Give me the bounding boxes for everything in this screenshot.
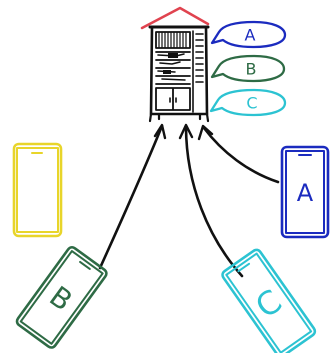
device-label-c: C — [249, 282, 289, 326]
device-b: B — [15, 246, 108, 349]
device-empty — [12, 142, 63, 238]
bubble-label-b: B — [246, 60, 257, 79]
roof-icon — [140, 6, 210, 30]
arrow-from-a — [202, 126, 280, 184]
arrow-from-b — [98, 124, 164, 270]
bubble-label-a: A — [245, 26, 256, 45]
smartphone-icon — [221, 248, 317, 353]
message-bubble-c: C — [209, 88, 287, 117]
server-rack-icon — [140, 6, 210, 123]
device-c: C — [221, 248, 317, 353]
message-bubble-a: A — [210, 20, 287, 49]
smartphone-icon — [15, 246, 108, 349]
device-label-b: B — [43, 280, 78, 318]
smartphone-icon — [280, 145, 330, 239]
device-label-a: A — [297, 179, 314, 207]
message-bubble-b: B — [210, 54, 286, 83]
connection-arrows — [98, 123, 280, 278]
device-a: A — [280, 145, 330, 239]
arrow-from-c — [184, 124, 244, 278]
bubble-label-c: C — [246, 94, 257, 113]
smartphone-icon — [12, 142, 63, 238]
